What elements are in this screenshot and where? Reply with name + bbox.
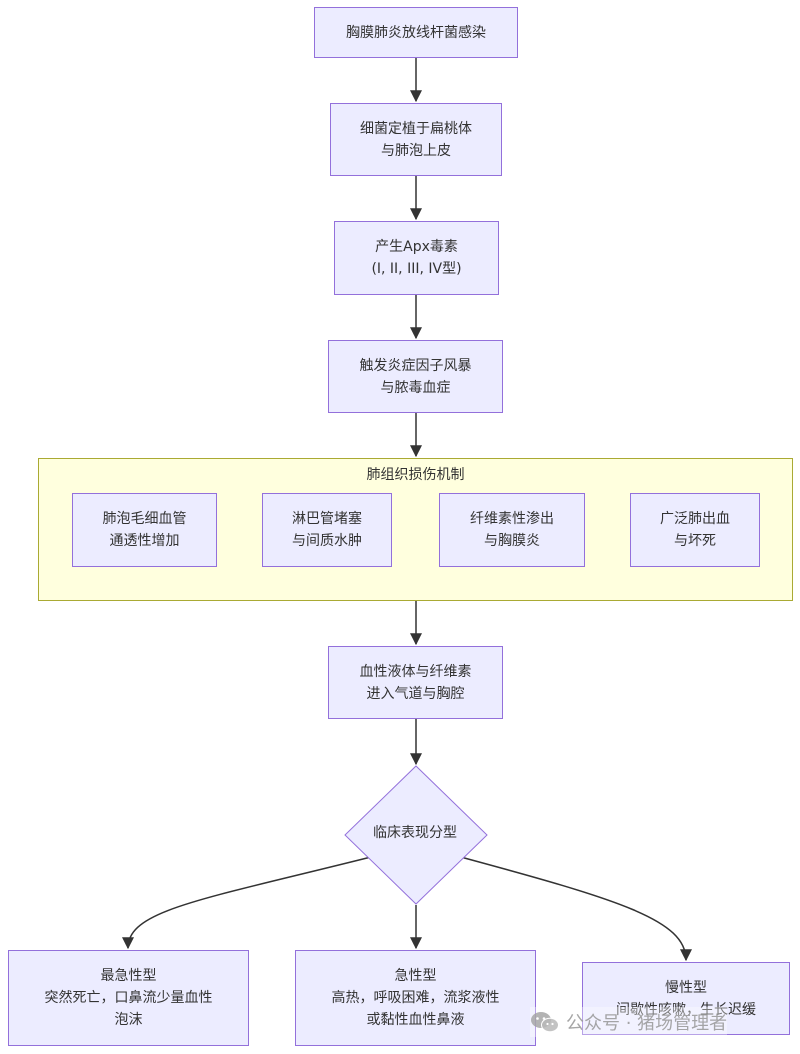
infection-node: 胸膜肺炎放线杆菌感染 [314, 7, 518, 58]
edge-decision-out3 [456, 855, 692, 962]
fibrinous-pleuritis-node: 纤维素性渗出 与胸膜炎 [439, 493, 585, 567]
capillary-permeability-node-line-2: 通透性增加 [109, 533, 180, 549]
hemorrhage-necrosis-node: 广泛肺出血 与坏死 [630, 493, 760, 567]
lung-damage-group-title: 肺组织损伤机制 [366, 467, 465, 483]
clinical-type-decision-label: 临床表现分型 [373, 825, 457, 841]
cytokine-storm-node: 触发炎症因子风暴 与脓毒血症 [328, 340, 503, 413]
colonization-node: 细菌定植于扁桃体 与肺泡上皮 [330, 103, 502, 176]
wechat-icon [530, 1010, 560, 1034]
decision-diamond [344, 765, 488, 905]
fluid-fibrin-node-line-2: 进入气道与胸腔 [366, 685, 465, 702]
colonization-node-line-1: 细菌定植于扁桃体 [360, 120, 472, 137]
capillary-permeability-node-line-1: 肺泡毛细血管 [102, 511, 187, 527]
wechat-watermark: 公众号 · 猪场管理者 [530, 1007, 728, 1037]
acute-type-node: 急性型 高热，呼吸困难，流浆液性 或黏性血性鼻液 [295, 950, 536, 1046]
fluid-fibrin-node: 血性液体与纤维素 进入气道与胸腔 [328, 646, 503, 719]
capillary-permeability-node: 肺泡毛细血管 通透性增加 [72, 493, 217, 567]
fibrinous-pleuritis-node-line-2: 与胸膜炎 [484, 533, 540, 549]
peracute-type-node-line-3: 泡沫 [114, 1012, 143, 1028]
apx-toxin-node: 产生Apx毒素 (I, II, III, IV型) [334, 221, 499, 295]
edge-decision-out1 [122, 855, 376, 950]
lymphatic-edema-node-line-2: 与间质水肿 [292, 533, 362, 549]
fibrinous-pleuritis-node-line-1: 纤维素性渗出 [470, 511, 554, 527]
hemorrhage-necrosis-node-line-2: 与坏死 [674, 533, 716, 549]
acute-type-node-line-2: 高热，呼吸困难，流浆液性 [331, 990, 500, 1006]
lymphatic-edema-node: 淋巴管堵塞 与间质水肿 [262, 493, 392, 567]
lymphatic-edema-node-line-1: 淋巴管堵塞 [292, 511, 362, 527]
apx-toxin-node-line-2: (I, II, III, IV型) [371, 261, 462, 277]
colonization-node-line-2: 与肺泡上皮 [381, 142, 451, 159]
infection-node-line-1: 胸膜肺炎放线杆菌感染 [346, 24, 486, 41]
chronic-type-node-line-1: 慢性型 [665, 979, 707, 996]
acute-type-node-line-1: 急性型 [394, 968, 437, 984]
cytokine-storm-node-line-1: 触发炎症因子风暴 [359, 357, 472, 374]
watermark-text: 公众号 · 猪场管理者 [566, 1013, 728, 1034]
fluid-fibrin-node-line-1: 血性液体与纤维素 [359, 663, 472, 680]
peracute-type-node-line-2: 突然死亡，口鼻流少量血性 [44, 990, 213, 1006]
chronic-type-node-line-2: 间歇性咳嗽，生长迟缓 [616, 1001, 756, 1018]
apx-toxin-node-line-1: 产生Apx毒素 [375, 239, 458, 255]
cytokine-storm-node-line-2: 与脓毒血症 [380, 379, 451, 396]
peracute-type-node-line-1: 最急性型 [100, 968, 157, 984]
hemorrhage-necrosis-node-line-1: 广泛肺出血 [660, 511, 730, 527]
peracute-type-node: 最急性型 突然死亡，口鼻流少量血性 泡沫 [8, 950, 249, 1046]
acute-type-node-line-3: 或黏性血性鼻液 [366, 1012, 465, 1028]
chronic-type-node: 慢性型 间歇性咳嗽，生长迟缓 [582, 962, 790, 1035]
